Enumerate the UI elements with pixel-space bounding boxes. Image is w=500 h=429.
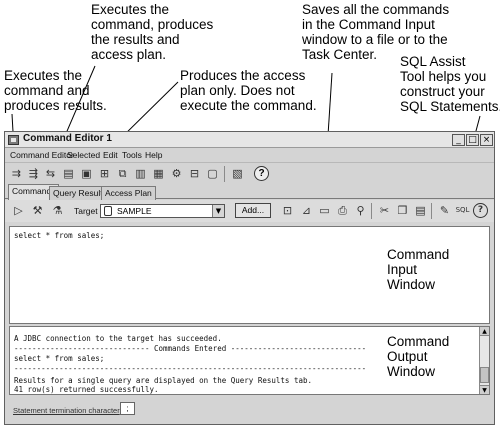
output-scrollbar[interactable]: ▲ ▼ — [479, 327, 489, 394]
open-icon[interactable]: ▣ — [81, 167, 92, 180]
window-title: Command Editor 1 — [23, 133, 112, 144]
target-select[interactable]: SAMPLE ▼ — [100, 204, 225, 218]
callout-output-window: Command Output Window — [387, 334, 450, 379]
command-toolbar: ▷ ⚒ ⚗ Target SAMPLE ▼ Add... ⊡ ⊿ ▭ ⎙ ⚲ ✂… — [5, 200, 494, 222]
sql-assist-icon[interactable]: ✎ — [439, 204, 450, 217]
save-icon[interactable]: ▤ — [63, 167, 74, 180]
open-file-icon[interactable]: ⊿ — [301, 204, 312, 217]
statement-termination-label: Statement termination character — [13, 406, 120, 415]
menu-command-editor[interactable]: Command Editor — [10, 150, 74, 160]
title-bar: Command Editor 1 _ □ × — [5, 132, 494, 148]
chevron-down-icon[interactable]: ▼ — [212, 205, 224, 217]
history-icon[interactable]: ⊞ — [99, 167, 110, 180]
target-value: SAMPLE — [117, 206, 152, 216]
toolbar-separator — [431, 203, 432, 219]
find-icon[interactable]: ⚲ — [356, 204, 365, 217]
callout-sql-assist: SQL Assist Tool helps you construct your… — [400, 54, 500, 114]
output-line: ----------------------------------------… — [14, 364, 367, 373]
sql-icon[interactable]: SQL — [455, 206, 470, 214]
menu-tools[interactable]: Tools — [122, 150, 142, 160]
save-icon[interactable]: ▭ — [319, 204, 330, 217]
run-icon[interactable]: ▷ — [14, 204, 23, 217]
callout-input-window: Command Input Window — [387, 247, 450, 292]
database-icon — [104, 206, 112, 216]
print-icon[interactable]: ⎙ — [338, 204, 347, 217]
run-explain-icon[interactable]: ⚒ — [32, 204, 43, 217]
callout-save: Saves all the commands in the Command In… — [302, 2, 450, 62]
tools-icon[interactable]: ⚙ — [171, 167, 182, 180]
command-input-text[interactable]: select * from sales; — [14, 231, 105, 240]
editor-tabs: Commands Query Results Access Plan — [5, 184, 494, 200]
output-line: Results for a single query are displayed… — [14, 376, 313, 385]
run-icon[interactable]: ⇉ — [11, 167, 22, 180]
tab-access-plan[interactable]: Access Plan — [101, 186, 156, 200]
paste-icon[interactable]: ▤ — [415, 204, 426, 217]
cut-icon[interactable]: ✂ — [379, 204, 390, 217]
explain-icon[interactable]: ⚗ — [52, 204, 63, 217]
output-line: ------------------------------ Commands … — [14, 344, 367, 353]
command-output-pane: A JDBC connection to the target has succ… — [9, 326, 490, 395]
toolbar-separator — [224, 166, 225, 182]
window-icon[interactable]: ▢ — [207, 167, 218, 180]
explain-icon[interactable]: ⇆ — [45, 167, 56, 180]
scroll-down-icon[interactable]: ▼ — [480, 385, 489, 394]
menu-bar: Command Editor Selected Edit Tools Help — [5, 149, 494, 162]
callout-explain: Produces the access plan only. Does not … — [180, 68, 317, 113]
clear-icon[interactable]: ⊡ — [282, 204, 293, 217]
maximize-button[interactable]: □ — [466, 134, 479, 146]
menu-help[interactable]: Help — [145, 150, 163, 160]
main-toolbar: ⇉ ⇶ ⇆ ▤ ▣ ⊞ ⧉ ▥ ▦ ⚙ ⊟ ▢ ▧ ? — [5, 162, 494, 184]
help-icon[interactable]: ? — [254, 166, 269, 181]
command-editor-window: Command Editor 1 _ □ × Command Editor Se… — [4, 131, 495, 425]
run-explain-icon[interactable]: ⇶ — [28, 167, 39, 180]
statement-termination-input[interactable]: ; — [120, 402, 135, 415]
command-input-pane[interactable]: select * from sales; — [9, 226, 490, 324]
scroll-up-icon[interactable]: ▲ — [480, 327, 489, 336]
output-line: A JDBC connection to the target has succ… — [14, 334, 222, 343]
scroll-thumb[interactable] — [480, 367, 489, 383]
menu-edit[interactable]: Edit — [103, 150, 118, 160]
monitor-icon[interactable]: ⊟ — [189, 167, 200, 180]
callout-run: Executes the command and produces result… — [4, 68, 107, 113]
copy-icon[interactable]: ❐ — [397, 204, 408, 217]
copy-icon[interactable]: ▥ — [135, 167, 146, 180]
toolbar-separator — [371, 203, 372, 219]
minimize-button[interactable]: _ — [452, 134, 465, 146]
close-button[interactable]: × — [480, 134, 493, 146]
callout-run-explain: Executes the command, produces the resul… — [91, 2, 214, 62]
task-icon[interactable]: ⧉ — [118, 167, 127, 180]
log-icon[interactable]: ▧ — [232, 167, 243, 180]
output-line: 41 row(s) returned successfully. — [14, 385, 159, 394]
help-icon[interactable]: ? — [473, 203, 488, 218]
output-line: select * from sales; — [14, 354, 105, 363]
target-label: Target — [74, 206, 98, 216]
menu-selected[interactable]: Selected — [67, 150, 101, 160]
paste-icon[interactable]: ▦ — [153, 167, 164, 180]
add-target-button[interactable]: Add... — [235, 203, 271, 218]
app-icon — [8, 135, 19, 145]
